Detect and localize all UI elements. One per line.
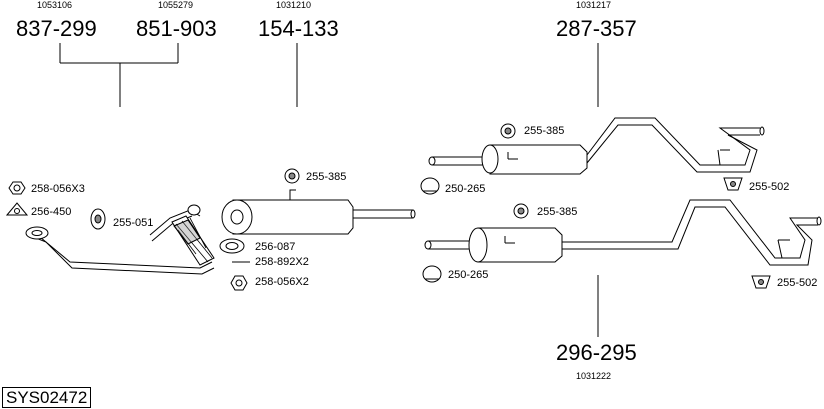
rear-silencer-upper (428, 117, 765, 175)
clamp-icon (420, 177, 440, 195)
fitting-label: 256-087 (255, 241, 296, 253)
part-number-851-903: 851-903 (136, 16, 217, 41)
system-code: SYS02472 (2, 387, 92, 408)
ref-code-4: 1031217 (576, 0, 612, 10)
hex-nut-hole-icon (13, 184, 21, 192)
hanger-2-hole-icon (504, 127, 512, 135)
rubber-mount-hole-icon (94, 214, 102, 224)
ref-code-1: 1053106 (37, 0, 73, 10)
fitting-label: 256-450 (31, 206, 72, 218)
hex-nut-2-hole-icon (235, 279, 243, 287)
fitting-label: 255-385 (537, 206, 578, 218)
bracket-2-hole-icon (758, 279, 764, 285)
part-number-296-295: 296-295 (556, 340, 637, 365)
fitting-label: 255-502 (777, 277, 818, 289)
fitting-label: 255-051 (113, 217, 154, 229)
rear-silencer-lower (424, 199, 822, 266)
fitting-label: 250-265 (445, 183, 486, 195)
fitting-label: 255-385 (524, 125, 565, 137)
fitting-label: 255-502 (749, 181, 790, 193)
ref-code-3: 1031210 (276, 0, 312, 10)
gasket-hole-icon (14, 208, 20, 214)
part-number-287-357: 287-357 (556, 16, 637, 41)
front-pipe (25, 204, 215, 275)
center-silencer (221, 189, 416, 235)
flex-pipe (171, 215, 215, 266)
ref-code-5: 1031222 (576, 371, 612, 381)
part-number-837-299: 837-299 (16, 16, 97, 41)
fitting-label: 258-056X2 (255, 276, 309, 288)
part-number-154-133: 154-133 (258, 16, 339, 41)
fitting-label: 258-892X2 (255, 256, 309, 268)
fitting-label: 250-265 (448, 269, 489, 281)
hanger-3-hole-icon (517, 207, 525, 215)
gasket-ring-hole-icon (225, 242, 239, 250)
fitting-label: 255-385 (306, 171, 347, 183)
fitting-label: 258-056X3 (31, 183, 85, 195)
clamp-2-icon (422, 265, 442, 283)
bracket-hole-icon (730, 181, 736, 187)
hanger-hole-icon (288, 172, 296, 180)
ref-code-2: 1055279 (158, 0, 194, 10)
